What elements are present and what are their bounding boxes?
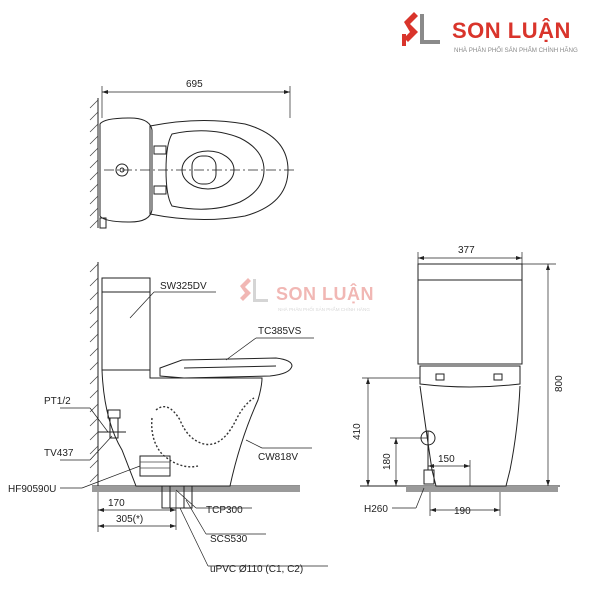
dim-h260-label: H260 xyxy=(364,504,388,515)
side-view: 170 305(*) xyxy=(8,262,328,575)
dim-377: 377 xyxy=(417,245,523,264)
dim-410: 410 xyxy=(352,377,420,486)
dim-800: 800 xyxy=(522,263,565,486)
front-seat-outline xyxy=(419,365,521,388)
front-bowl-outline xyxy=(419,385,521,487)
top-hinge-upper xyxy=(153,145,167,155)
dim-377-label: 377 xyxy=(458,245,475,256)
dim-150: 150 xyxy=(428,454,471,486)
dim-150-label: 150 xyxy=(438,454,455,465)
front-view: 377 800 410 180 xyxy=(352,245,565,517)
top-wall xyxy=(89,98,99,229)
dim-180-label: 180 xyxy=(382,453,393,470)
brand-tagline: NHÀ PHÂN PHỐI SẢN PHẨM CHÍNH HÃNG xyxy=(454,47,578,54)
side-drain xyxy=(139,455,193,509)
top-bowl-opening xyxy=(181,150,235,190)
dim-695: 695 xyxy=(101,79,291,118)
front-tank-outline xyxy=(417,263,523,365)
dim-305: 305(*) xyxy=(97,492,176,532)
watermark-tagline: NHÀ PHÂN PHỐI SẢN PHẨM CHÍNH HÃNG xyxy=(278,306,370,312)
dim-190: 190 xyxy=(429,492,501,517)
watermark: SON LUẬN NHÀ PHÂN PHỐI SẢN PHẨM CHÍNH HÃ… xyxy=(240,278,374,312)
dim-695-label: 695 xyxy=(186,79,203,90)
label-hose: HF90590U xyxy=(8,484,56,495)
label-supply-thread: PT1/2 xyxy=(44,396,71,407)
watermark-name: SON LUẬN xyxy=(276,283,374,304)
side-floor xyxy=(92,485,300,492)
dim-h260: H260 xyxy=(364,487,425,515)
label-seat: TC385VS xyxy=(258,326,302,337)
dim-180: 180 xyxy=(382,437,428,486)
top-seat-outline xyxy=(165,130,265,210)
label-bowl: CW818V xyxy=(258,452,298,463)
side-wall xyxy=(89,262,99,486)
dim-190-label: 190 xyxy=(454,506,471,517)
side-bowl-outline xyxy=(101,369,263,487)
top-bowl-outline xyxy=(149,119,289,221)
dim-800-label: 800 xyxy=(554,375,565,392)
top-view: 695 xyxy=(89,79,296,229)
label-tank: SW325DV xyxy=(160,281,207,292)
top-hinge-lower xyxy=(153,185,167,195)
brand-logo: SON LUẬN NHÀ PHÂN PHỐI SẢN PHẨM CHÍNH HÃ… xyxy=(402,12,578,54)
side-seat-outline xyxy=(159,357,293,379)
leaders xyxy=(60,291,328,567)
dim-410-label: 410 xyxy=(352,423,363,440)
dim-170-label: 170 xyxy=(108,498,125,509)
label-stop-valve: TV437 xyxy=(44,448,74,459)
label-pipe-sleeve: SCS530 xyxy=(210,534,248,545)
label-flange: TCP300 xyxy=(206,505,243,516)
label-drain-pipe: uPVC Ø110 (C1, C2) xyxy=(210,564,303,575)
top-tank-outline xyxy=(99,117,153,223)
brand-name: SON LUẬN xyxy=(452,18,571,43)
side-trapway xyxy=(155,397,255,446)
dim-305-label: 305(*) xyxy=(116,514,143,525)
logo-mark xyxy=(402,12,440,46)
front-stop-valve xyxy=(420,430,436,485)
front-floor xyxy=(360,485,560,492)
dim-170: 170 xyxy=(98,492,177,530)
top-inlet-circle xyxy=(115,163,129,177)
